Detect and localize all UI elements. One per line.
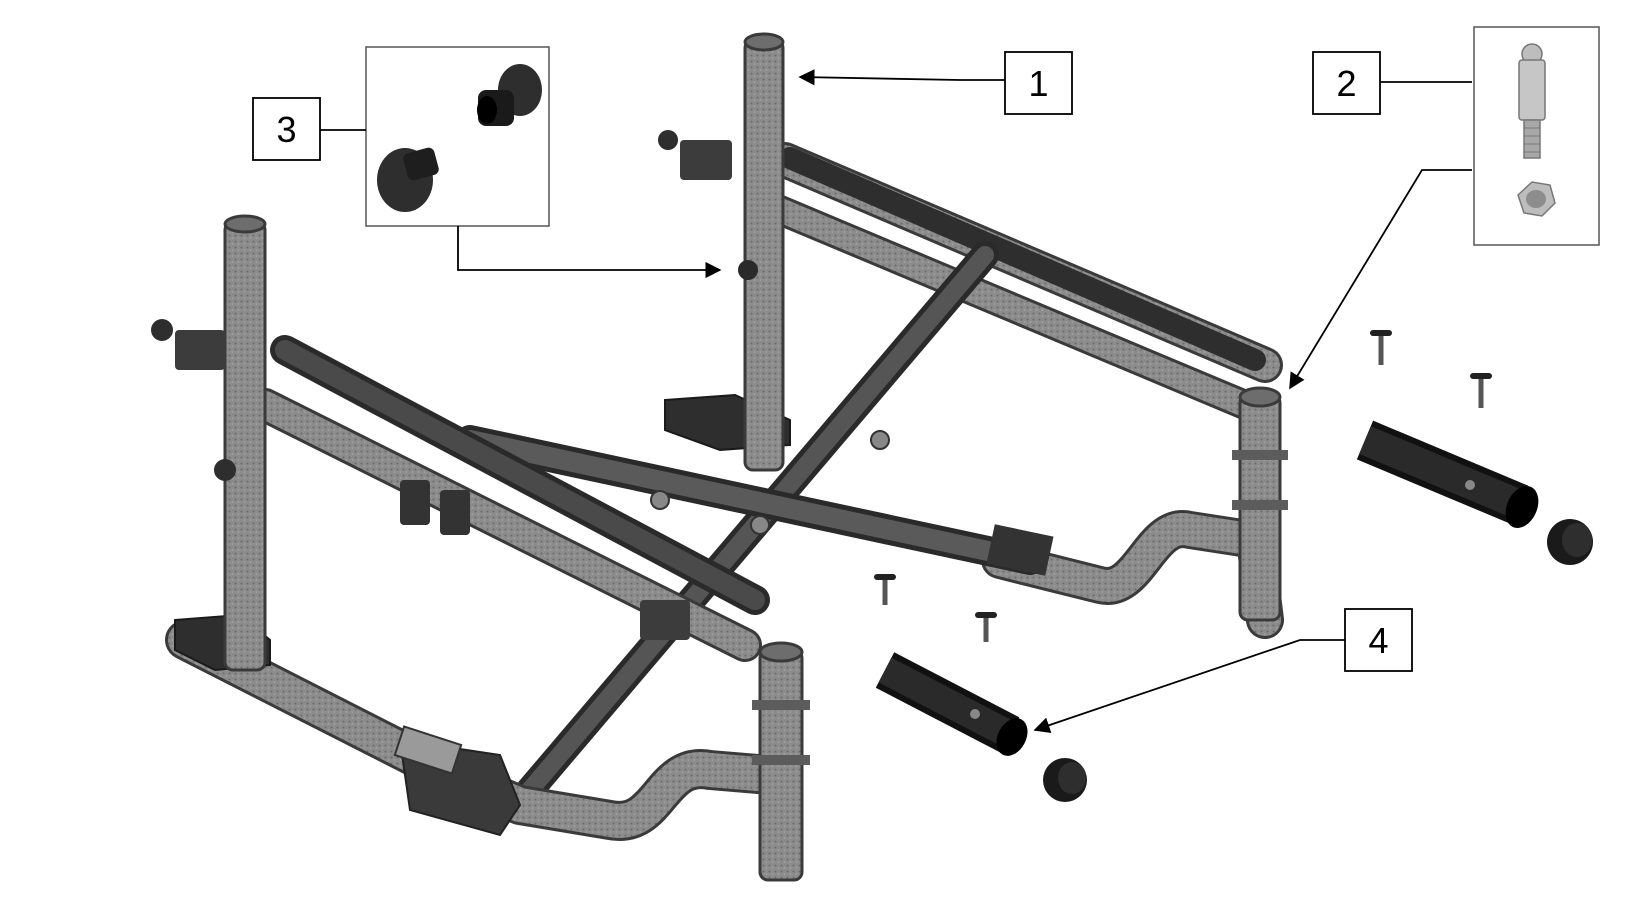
plug-icon	[377, 147, 439, 212]
cross-brace	[455, 241, 1054, 804]
callout-2-label: 2	[1336, 63, 1356, 104]
inset-box-3	[365, 46, 550, 227]
bolt-icon	[1518, 43, 1546, 159]
callout-2: 2	[1312, 51, 1381, 115]
part-4-tube-front	[875, 652, 1087, 802]
callout-1: 1	[1004, 51, 1073, 115]
leader-1	[798, 69, 1005, 86]
screw-front-a	[874, 574, 896, 605]
front-post	[223, 220, 267, 672]
leader-lines	[320, 69, 1472, 733]
tube-back	[1356, 420, 1593, 565]
callout-4: 4	[1344, 608, 1413, 672]
screw-front-b	[975, 612, 997, 642]
callout-4-label: 4	[1368, 620, 1388, 661]
callout-1-label: 1	[1028, 63, 1048, 104]
back-post	[743, 38, 785, 472]
leader-2	[1289, 169, 1472, 390]
front-side-frame	[151, 214, 810, 882]
plug-icon	[477, 64, 542, 126]
inset-box-2	[1473, 26, 1600, 246]
callout-3-label: 3	[276, 109, 296, 150]
nut-icon	[1517, 181, 1556, 217]
callout-3: 3	[252, 97, 321, 161]
back-side-frame	[658, 32, 1288, 639]
screw-back-a	[1370, 330, 1392, 365]
screw-back-b	[1470, 373, 1492, 408]
leader-3	[457, 226, 722, 279]
leader-4	[1033, 639, 1345, 733]
